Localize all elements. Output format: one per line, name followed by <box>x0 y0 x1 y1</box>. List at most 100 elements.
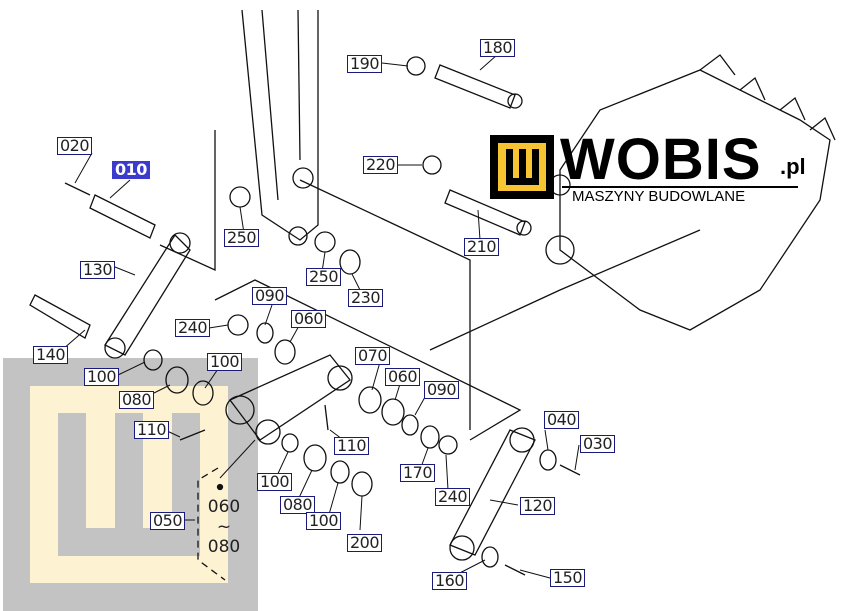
bushing-060 <box>274 339 296 365</box>
part-label-230[interactable]: 230 <box>348 289 384 307</box>
washer-100 <box>143 349 163 371</box>
range-note: 060 ~ 080 <box>204 497 244 557</box>
link-120-eye <box>509 427 535 453</box>
seal-100 <box>192 380 214 406</box>
link-130-eye <box>169 232 191 254</box>
grease-nipple-110 <box>324 404 329 431</box>
link-130-eye <box>104 337 126 359</box>
seal-090 <box>256 322 274 344</box>
part-label-100[interactable]: 100 <box>306 512 342 530</box>
part-label-180[interactable]: 180 <box>480 39 516 57</box>
part-label-250[interactable]: 250 <box>224 229 260 247</box>
leader-lines <box>54 54 580 579</box>
part-label-170[interactable]: 170 <box>400 464 436 482</box>
part-label-150[interactable]: 150 <box>550 569 586 587</box>
bushing-060 <box>381 398 405 426</box>
part-label-140[interactable]: 140 <box>33 346 69 364</box>
o-ring-240 <box>438 435 458 455</box>
part-label-100[interactable]: 100 <box>84 368 120 386</box>
logo-underline <box>562 186 798 188</box>
part-label-080[interactable]: 080 <box>280 496 316 514</box>
part-label-090[interactable]: 090 <box>252 287 288 305</box>
shim-200 <box>351 471 373 497</box>
logo-mark-stroke <box>506 149 513 185</box>
logo-mark-stroke <box>532 149 539 185</box>
part-label-190[interactable]: 190 <box>347 55 383 73</box>
part-label-100[interactable]: 100 <box>207 353 243 371</box>
part-label-020[interactable]: 020 <box>57 137 93 155</box>
part-label-040[interactable]: 040 <box>544 411 580 429</box>
lock-pin-190 <box>406 56 426 76</box>
center-link-eye <box>225 395 255 425</box>
part-label-240[interactable]: 240 <box>175 319 211 337</box>
part-label-070[interactable]: 070 <box>355 347 391 365</box>
pin-140 <box>29 294 91 339</box>
pin-010 <box>89 194 156 239</box>
pin-180 <box>434 64 516 109</box>
part-label-080[interactable]: 080 <box>119 391 155 409</box>
lock-pin-220 <box>422 155 442 175</box>
center-link <box>228 354 351 441</box>
bucket-teeth <box>699 54 836 141</box>
marker-dot <box>216 483 224 491</box>
pin-180-end <box>507 93 523 109</box>
bucket-outline <box>559 69 831 331</box>
pin-210 <box>444 189 526 236</box>
logo-mark-stroke <box>506 178 539 185</box>
grease-nipple-020 <box>64 182 91 196</box>
part-label-130[interactable]: 130 <box>80 261 116 279</box>
part-label-110[interactable]: 110 <box>334 437 370 455</box>
part-label-160[interactable]: 160 <box>432 572 468 590</box>
part-label-050[interactable]: 050 <box>150 512 186 530</box>
part-label-060[interactable]: 060 <box>291 310 327 328</box>
bushing-080 <box>303 444 327 472</box>
seal-100 <box>330 460 350 484</box>
pin-210-end <box>516 220 532 236</box>
logo-brand: WOBIS <box>560 127 762 192</box>
part-label-100[interactable]: 100 <box>257 473 293 491</box>
logo-tagline: MASZYNY BUDOWLANE <box>572 188 746 205</box>
frame-line <box>214 279 522 441</box>
o-ring-240 <box>227 314 249 336</box>
bolt-150 <box>504 564 526 576</box>
bushing-070 <box>358 386 382 414</box>
arm-outline <box>241 9 319 241</box>
o-ring-250 <box>229 186 251 208</box>
part-label-060[interactable]: 060 <box>385 368 421 386</box>
part-label-030[interactable]: 030 <box>580 435 616 453</box>
shim-230 <box>339 249 361 275</box>
range-tilde: ~ <box>216 517 232 537</box>
part-label-090[interactable]: 090 <box>424 381 460 399</box>
grease-nipple-110 <box>179 429 206 441</box>
arm-pin-hole <box>292 167 314 189</box>
range-from: 060 <box>207 497 241 517</box>
arm-inner <box>261 9 301 201</box>
part-label-110[interactable]: 110 <box>134 421 170 439</box>
collar-040 <box>539 449 557 471</box>
arm-pin-hole <box>288 226 308 246</box>
collar-160 <box>481 546 499 568</box>
bushing-080 <box>165 366 189 394</box>
washer-100 <box>281 433 299 453</box>
o-ring-250 <box>314 231 336 253</box>
watermark-letter-bar <box>58 528 200 556</box>
seal-090 <box>401 414 419 436</box>
link-120 <box>449 429 536 556</box>
part-label-220[interactable]: 220 <box>363 156 399 174</box>
center-link-eye <box>327 365 353 391</box>
shim-170 <box>420 425 440 449</box>
dashed-bracket <box>197 467 226 581</box>
range-to: 080 <box>207 537 241 557</box>
part-label-250[interactable]: 250 <box>306 268 342 286</box>
frame-line <box>299 179 471 430</box>
link-120-eye <box>449 535 475 561</box>
part-label-240[interactable]: 240 <box>435 488 471 506</box>
part-label-200[interactable]: 200 <box>347 534 383 552</box>
frame-line <box>429 229 701 351</box>
link-130 <box>104 233 191 356</box>
part-label-010-selected[interactable]: 010 <box>112 161 150 179</box>
bolt-030 <box>559 464 581 476</box>
part-label-120[interactable]: 120 <box>520 497 556 515</box>
part-label-210[interactable]: 210 <box>464 238 500 256</box>
